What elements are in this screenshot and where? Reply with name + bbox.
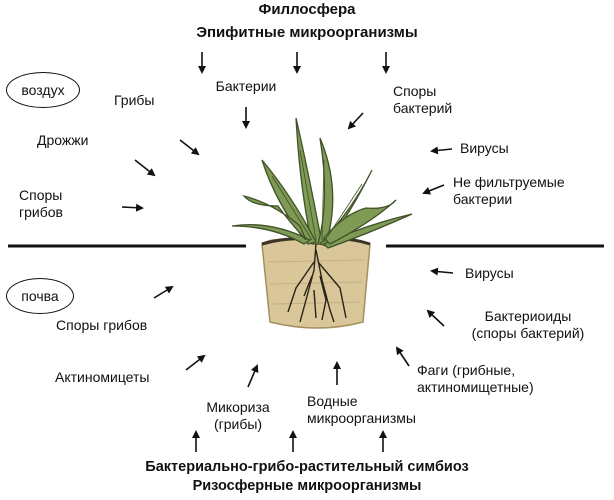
arrow-icon: [430, 267, 454, 276]
footer-subtitle: Ризосферные микроорганизмы: [192, 478, 422, 494]
arrow-icon: [153, 285, 174, 299]
arrows-rhizosphere: [153, 267, 454, 452]
label-yeast: Дрожжи: [37, 132, 89, 148]
arrow-icon: [121, 203, 144, 212]
label-water-microorganisms: Водные микроорганизмы: [307, 393, 416, 426]
page-subtitle: Эпифитные микроорганизмы: [196, 24, 418, 41]
label-viruses-bottom: Вирусы: [465, 265, 514, 281]
arrow-icon: [247, 364, 259, 388]
arrow-icon: [134, 159, 156, 177]
label-fungi: Грибы: [114, 92, 155, 108]
arrow-icon: [395, 346, 410, 367]
label-mycorrhiza: Микориза (грибы): [206, 399, 270, 432]
arrows-phyllosphere: [121, 52, 453, 212]
label-fungal-spores-bottom: Споры грибов: [56, 317, 148, 333]
arrow-icon: [185, 354, 206, 371]
footer-title: Бактериально-грибо-растительный симбиоз: [145, 459, 469, 475]
label-phages: Фаги (грибные, актиномищетные): [417, 362, 534, 395]
arrow-icon: [179, 139, 200, 156]
label-nonfilterable-bacteria: Не фильтруемые бактерии: [453, 174, 565, 207]
label-actinomycetes: Актиномицеты: [55, 369, 150, 385]
label-bacterioids: Бактериоиды (споры бактерий): [471, 308, 585, 341]
arrow-icon: [422, 184, 445, 195]
plant-icon: [231, 117, 413, 329]
label-bacterial-spores: Споры бактерий: [393, 83, 453, 116]
page-title: Филлосфера: [258, 1, 356, 18]
arrow-icon: [426, 309, 445, 327]
zone-soil-badge: почва: [6, 278, 74, 314]
arrow-icon: [347, 112, 364, 130]
label-bacteria: Бактерии: [215, 78, 277, 94]
label-fungal-spores-top: Споры грибов: [19, 187, 63, 220]
label-viruses-top: Вирусы: [460, 140, 509, 156]
zone-air-badge: воздух: [6, 72, 80, 108]
arrow-icon: [430, 146, 453, 155]
